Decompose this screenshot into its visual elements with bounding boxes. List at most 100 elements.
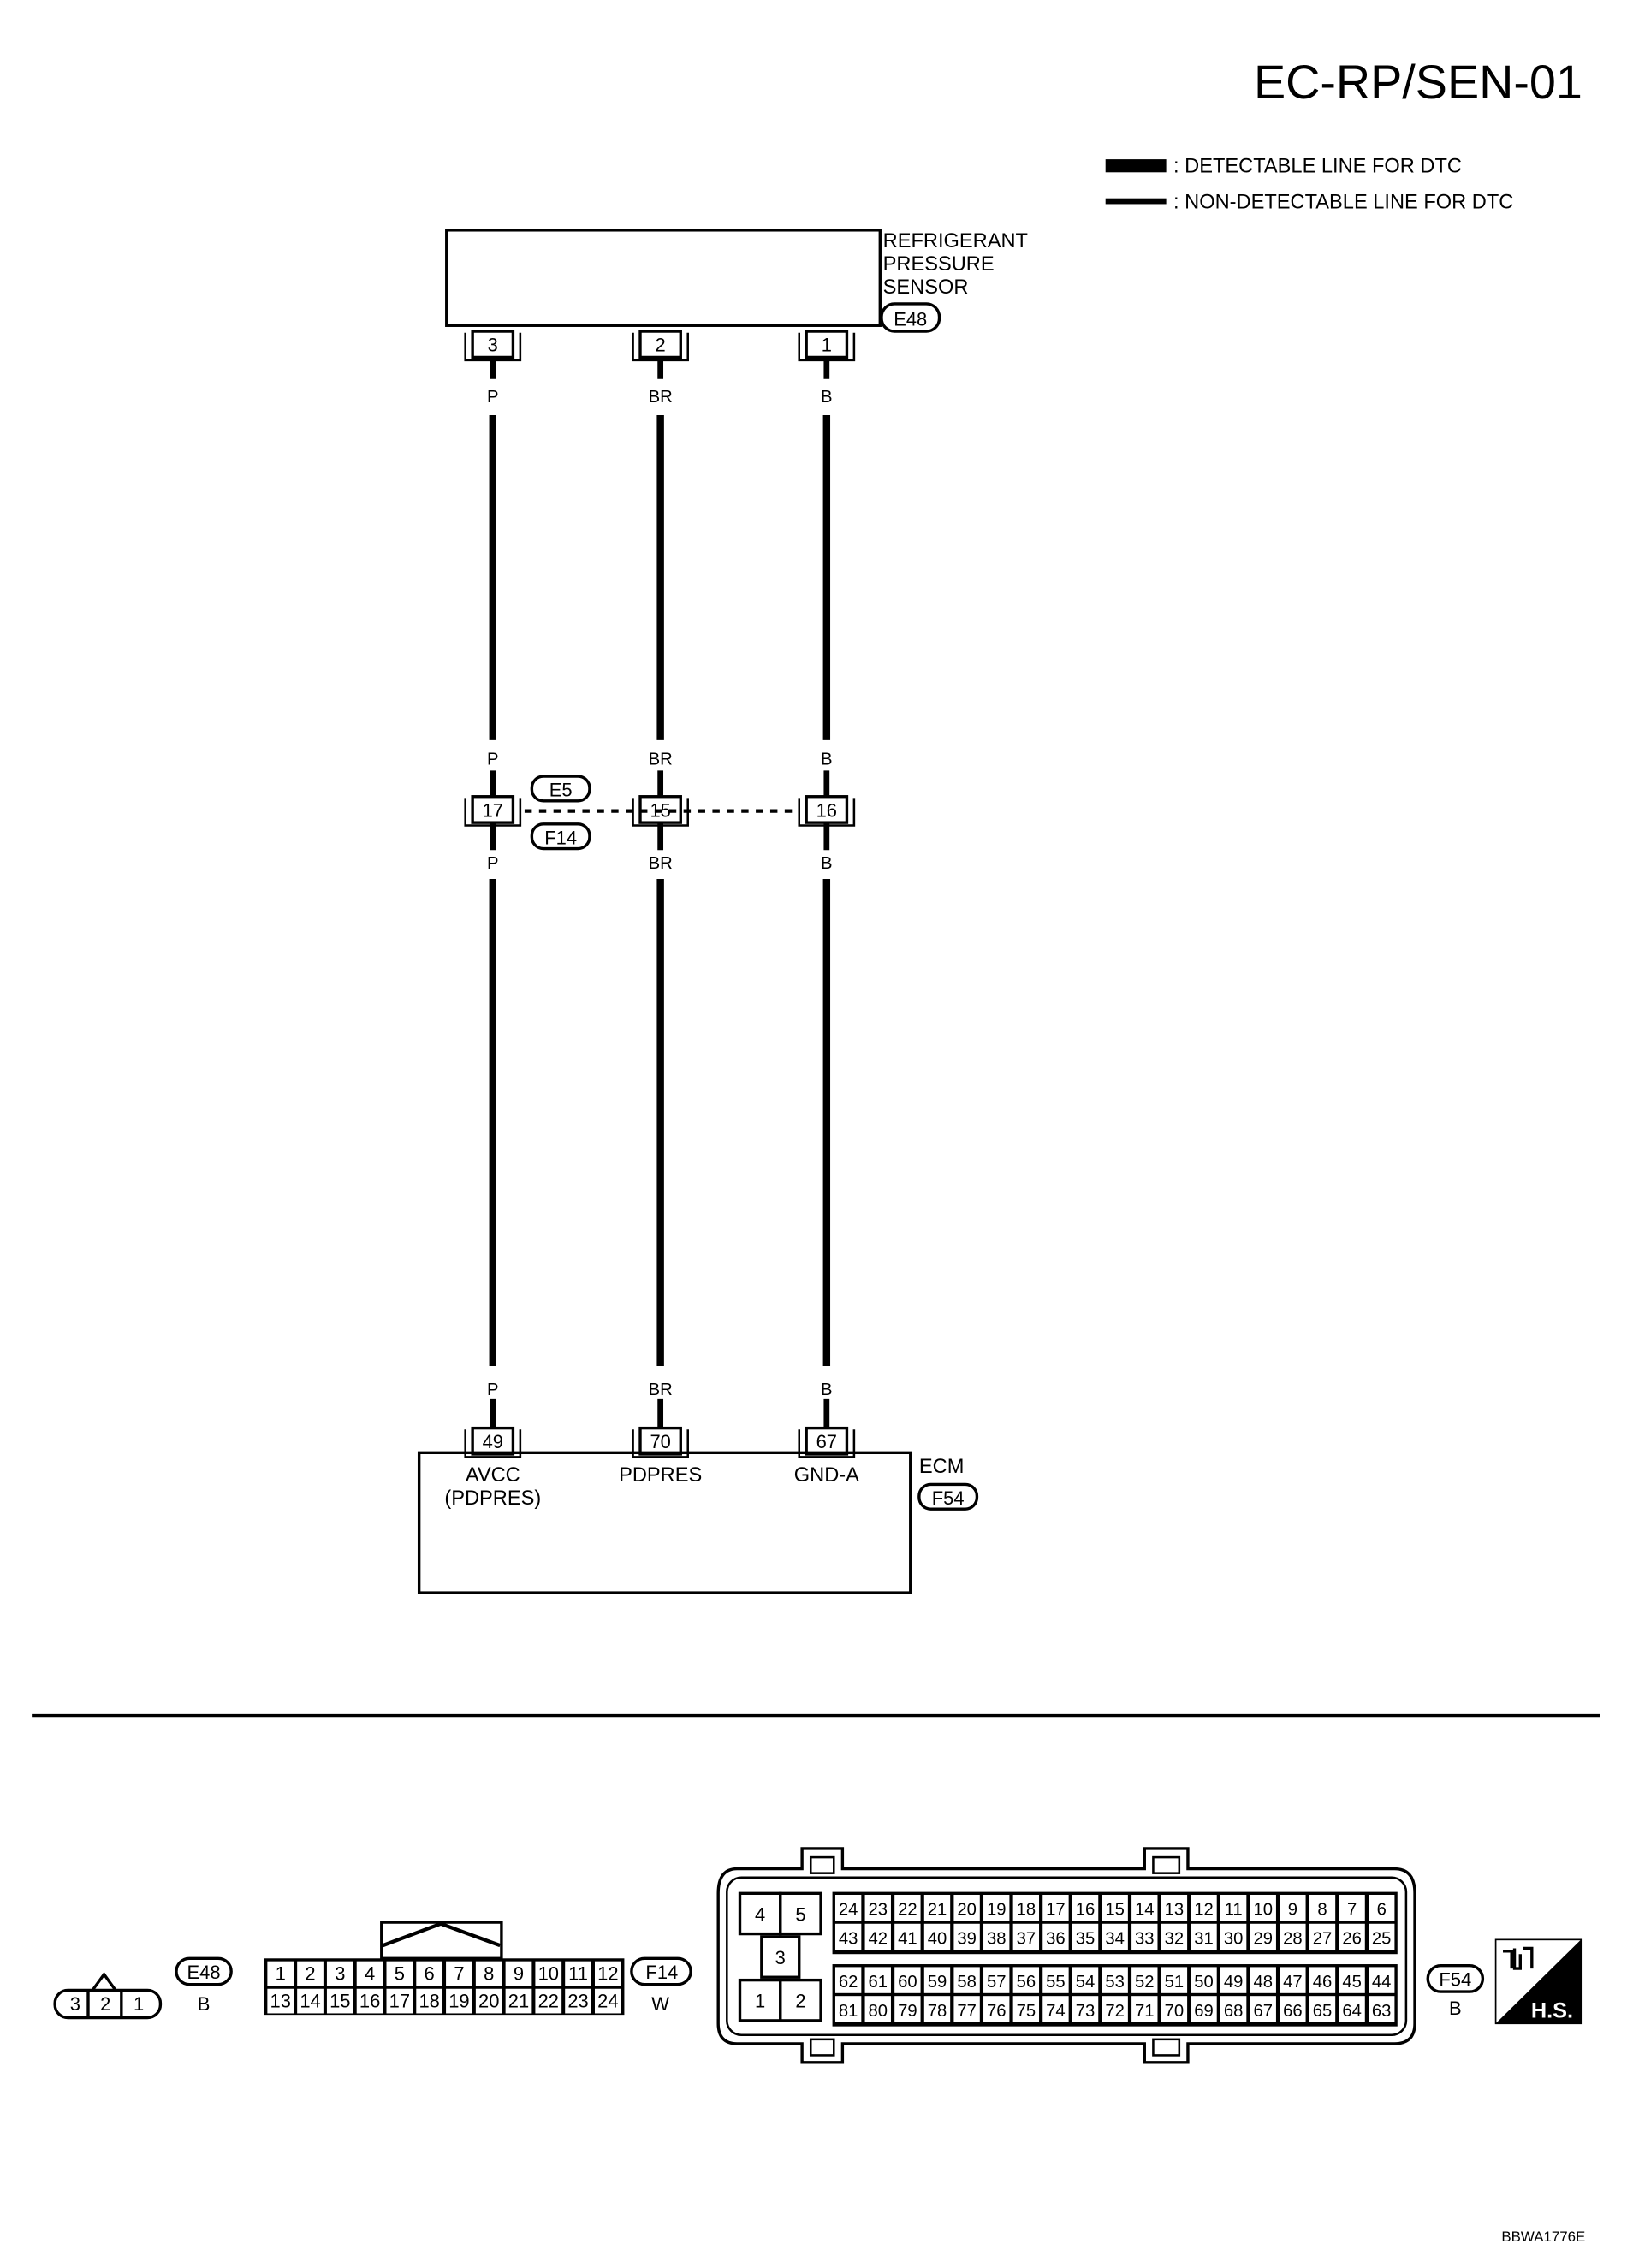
f54-large-pin: 2	[795, 1991, 805, 2012]
f54-pin: 65	[1313, 2002, 1333, 2021]
f54-pin: 7	[1347, 1901, 1357, 1920]
f54-pin-cell	[894, 1923, 921, 1950]
f54-pin-cell	[864, 1996, 891, 2022]
wire-color-code: B	[821, 388, 833, 407]
ecm: ECM F54	[417, 1451, 979, 1594]
e48-id: E48	[187, 1962, 221, 1983]
f14-pin-cell	[505, 1988, 532, 2014]
f14-pin: 16	[359, 1991, 380, 2012]
f14-pin-cell	[446, 1988, 472, 2014]
e48-id-oval	[175, 1956, 233, 1986]
f54-pin-cell	[1220, 1923, 1247, 1950]
f54-pin: 63	[1372, 2002, 1392, 2021]
f54-pin-cell	[953, 1923, 980, 1950]
f54-pin-cell	[894, 1967, 921, 1993]
f14-housing	[264, 1958, 625, 2016]
f54-pin-cell	[1042, 1996, 1069, 2022]
f14-pin: 24	[597, 1991, 618, 2012]
f54-pin: 55	[1046, 1973, 1066, 1992]
f54-pin-cell	[1131, 1967, 1158, 1993]
wire-color-code: BR	[649, 1380, 673, 1399]
f14-pin-cell	[326, 1988, 353, 2014]
f54-pin-cell	[1369, 1996, 1395, 2022]
ecm-pin-bracket	[464, 1429, 522, 1458]
f54-pin-cell	[864, 1923, 891, 1950]
f54-pin-cell	[1012, 1996, 1040, 2022]
wire-color-code: BR	[649, 854, 673, 873]
joint-connector-e5: E5	[549, 780, 573, 801]
f14-id: F14	[645, 1962, 678, 1983]
f54-pin-cell	[1309, 1894, 1336, 1921]
f14-pin-cell	[386, 1988, 413, 2014]
f54-pin-cell	[1309, 1996, 1336, 2022]
f54-large-pin-cell	[738, 1891, 782, 1936]
f54-pin-cell	[923, 1923, 951, 1950]
hs-badge: H.S.	[1494, 1938, 1583, 2025]
hs-badge-label: H.S.	[1531, 1999, 1573, 2023]
f54-pin-cell	[1250, 1923, 1276, 1950]
f54-pin: 31	[1194, 1929, 1214, 1948]
f54-pin: 28	[1283, 1929, 1303, 1948]
harness-connector-icon	[1503, 1946, 1534, 1970]
f54-pin-cell	[1191, 1996, 1217, 2022]
ecm-pin-bracket	[632, 1429, 689, 1458]
joint-pin-bracket	[464, 798, 522, 827]
f54-large-pin: 1	[755, 1991, 765, 2012]
ecm-body	[417, 1451, 912, 1594]
f54-pin-cell	[953, 1967, 980, 1993]
f54-pin-cell	[894, 1894, 921, 1921]
figure-code: BBWA1776E	[1501, 2229, 1585, 2245]
f54-pin: 13	[1165, 1901, 1185, 1920]
f54-pin: 30	[1224, 1929, 1244, 1948]
f54-pin: 43	[839, 1929, 858, 1948]
f14-pin-cell	[416, 1988, 443, 2014]
sensor-name-line-3: SENSOR	[883, 276, 969, 299]
f54-pin: 80	[868, 2002, 888, 2021]
f54-pin: 42	[868, 1929, 888, 1948]
f54-large-pin: 5	[795, 1903, 805, 1925]
f54-pin-cell	[923, 1894, 951, 1921]
e48-color: B	[198, 1993, 211, 2015]
f54-pin: 15	[1105, 1901, 1125, 1920]
f54-housing-inner	[726, 1876, 1408, 2037]
f54-pin: 48	[1253, 1973, 1273, 1992]
sensor-pin-box	[638, 330, 682, 359]
sensor-pin-bracket	[464, 332, 522, 362]
f14-pin-cell	[535, 1988, 562, 2014]
f54-pin-cell	[1280, 1996, 1306, 2022]
f54-pin: 62	[839, 1973, 858, 1992]
f54-pin: 58	[957, 1973, 977, 1992]
f14-pin: 2	[305, 1963, 315, 1985]
wire-color-code: B	[821, 854, 833, 873]
f14-pin: 10	[538, 1963, 559, 1985]
f14-pin: 23	[567, 1991, 588, 2012]
f14-pin: 22	[538, 1991, 559, 2012]
f54-pin-cell	[1339, 1894, 1365, 1921]
joint-pin-box	[471, 795, 515, 824]
f54-pin-cell	[1280, 1923, 1306, 1950]
f54-pin-cell	[1339, 1996, 1365, 2022]
f54-pin-cell	[1369, 1923, 1395, 1950]
f54-pin-cell	[1250, 1967, 1276, 1993]
wire-color-code: BR	[649, 751, 673, 769]
f54-pin-cell	[1102, 1894, 1128, 1921]
f54-pin-cell	[1280, 1894, 1306, 1921]
f54-pin: 23	[868, 1901, 888, 1920]
f54-pin: 22	[898, 1901, 917, 1920]
f54-large-pin-cell	[738, 1978, 782, 2022]
f14-pin-cell	[446, 1961, 472, 1986]
e48-connector-view: 3 2 1 E48 B	[53, 1956, 233, 2020]
legend-detectable-swatch	[1105, 159, 1167, 173]
f54-pin-cell	[834, 1894, 862, 1921]
f54-pin: 67	[1253, 2002, 1273, 2021]
f14-pin: 6	[425, 1963, 435, 1985]
wire-color-code: BR	[649, 388, 673, 407]
f54-pin: 47	[1283, 1973, 1303, 1992]
ecm-terminal-name: (PDPRES)	[444, 1487, 541, 1510]
f54-pin: 56	[1017, 1973, 1036, 1992]
sensor-pin-bracket	[798, 332, 856, 362]
f54-pin-cell	[1042, 1923, 1069, 1950]
f54-pin-cell	[1161, 1967, 1188, 1993]
f54-pin: 29	[1253, 1929, 1273, 1948]
f54-pin-cell	[923, 1996, 951, 2022]
